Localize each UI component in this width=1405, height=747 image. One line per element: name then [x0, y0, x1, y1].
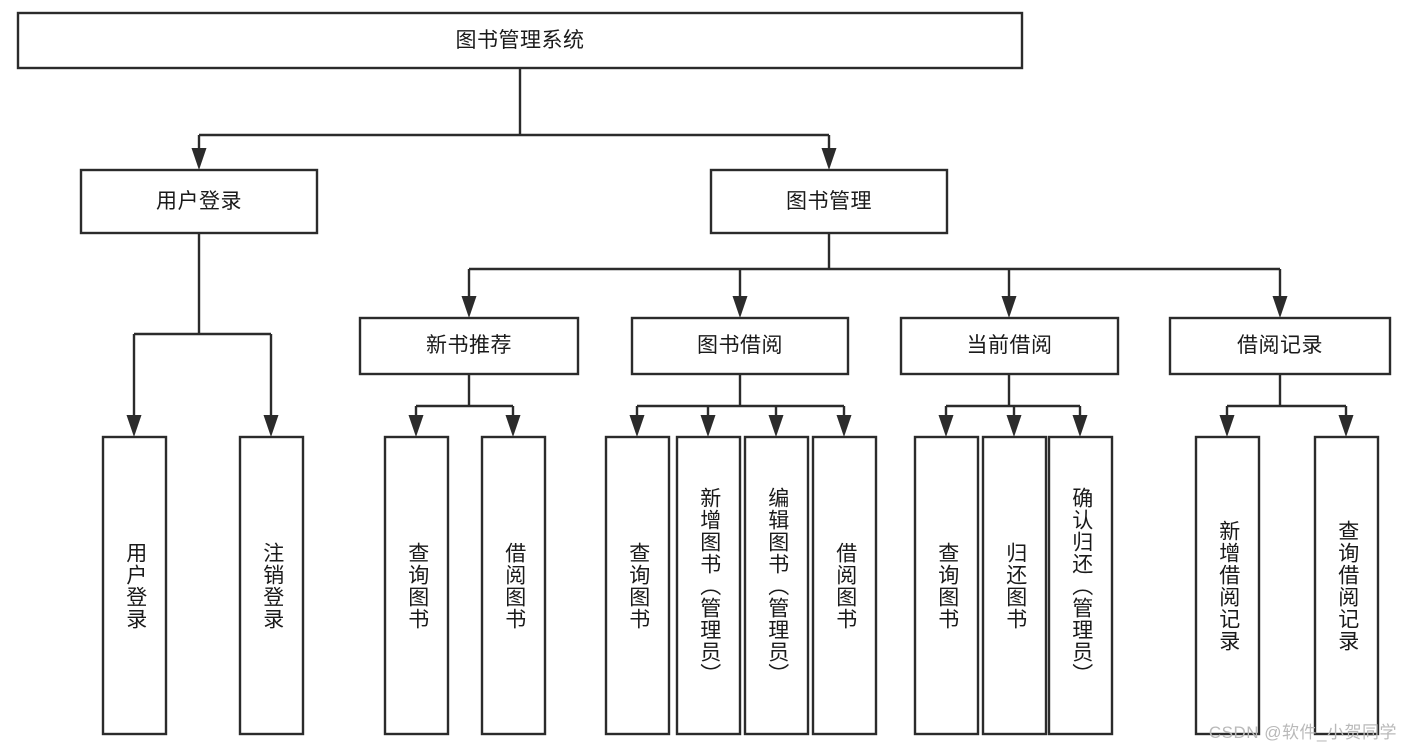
node-box-leaf-add-borrow-record[interactable]	[1194, 435, 1261, 736]
arrow-head-icon	[700, 415, 716, 437]
arrow-head-icon	[732, 296, 748, 318]
node-box-leaf-confirm-return-admin[interactable]	[1047, 435, 1114, 736]
arrow-head-icon	[461, 296, 477, 318]
csdn-watermark: CSDN @软件_小贺同学	[1208, 723, 1397, 742]
node-box-current-borrow[interactable]	[899, 316, 1120, 376]
node-box-leaf-borrow-books-borrow[interactable]	[811, 435, 878, 736]
node-box-leaf-query-books-borrow[interactable]	[604, 435, 671, 736]
node-box-leaf-logout-login[interactable]	[238, 435, 305, 736]
arrow-head-icon	[505, 415, 521, 437]
arrow-head-icon	[629, 415, 645, 437]
node-box-root[interactable]	[16, 11, 1024, 70]
node-box-leaf-query-books-current[interactable]	[913, 435, 980, 736]
node-layer	[16, 11, 1392, 736]
arrow-head-icon	[1219, 415, 1235, 437]
node-box-book-management[interactable]	[709, 168, 949, 235]
arrow-head-icon	[938, 415, 954, 437]
arrow-head-icon	[1272, 296, 1288, 318]
arrow-head-icon	[408, 415, 424, 437]
node-box-leaf-query-borrow-record[interactable]	[1313, 435, 1380, 736]
node-box-leaf-query-books-rec[interactable]	[383, 435, 450, 736]
node-box-user-login[interactable]	[79, 168, 319, 235]
arrow-head-icon	[191, 148, 207, 170]
node-box-book-borrow[interactable]	[630, 316, 850, 376]
arrow-head-icon	[1072, 415, 1088, 437]
node-box-leaf-user-login[interactable]	[101, 435, 168, 736]
arrow-head-icon	[1001, 296, 1017, 318]
node-box-leaf-add-book-admin[interactable]	[675, 435, 742, 736]
arrow-head-icon	[126, 415, 142, 437]
arrow-head-icon	[836, 415, 852, 437]
node-box-borrow-records[interactable]	[1168, 316, 1392, 376]
arrow-head-icon	[1338, 415, 1354, 437]
node-box-leaf-return-books[interactable]	[981, 435, 1048, 736]
arrow-head-icon	[1006, 415, 1022, 437]
arrow-head-icon	[768, 415, 784, 437]
arrow-head-icon	[821, 148, 837, 170]
arrow-head-icon	[263, 415, 279, 437]
node-box-leaf-borrow-books-rec[interactable]	[480, 435, 547, 736]
node-box-new-book-recommend[interactable]	[358, 316, 580, 376]
connector-layer	[126, 68, 1354, 437]
node-box-leaf-edit-book-admin[interactable]	[743, 435, 810, 736]
